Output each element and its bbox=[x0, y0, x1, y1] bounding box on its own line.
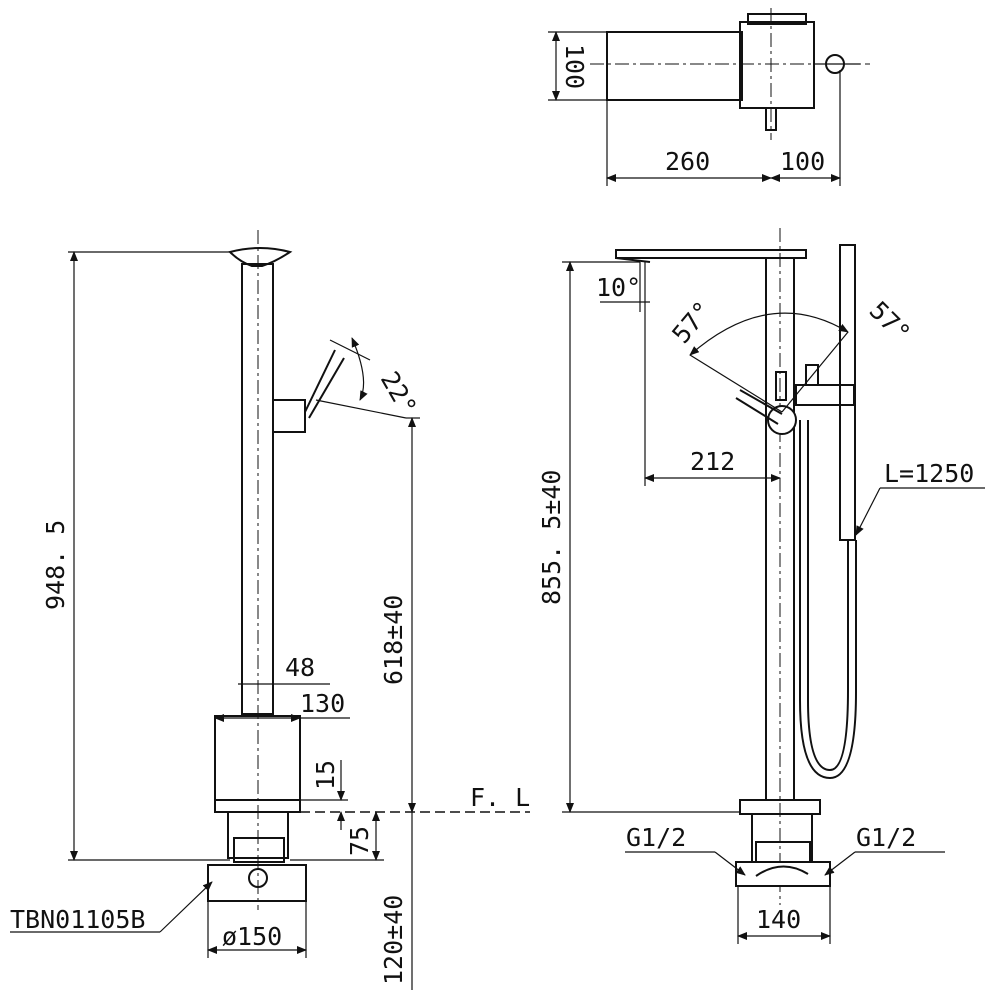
pipe-depth-label: 75 bbox=[345, 826, 374, 856]
base-width-label: 130 bbox=[300, 689, 345, 718]
box-dia-label: ø150 bbox=[222, 922, 282, 951]
spout-height-label: 855. 5±40 bbox=[537, 470, 566, 605]
lever-angle-left-label: 57° bbox=[666, 296, 717, 349]
inlet-right-label: G1/2 bbox=[856, 823, 916, 852]
handle-height-label: 618±40 bbox=[379, 595, 408, 685]
top-view bbox=[548, 8, 870, 186]
lever-angle-right-label: 57° bbox=[864, 296, 916, 348]
spout-angle-label: 10° bbox=[596, 273, 641, 302]
inlet-spacing-label: 140 bbox=[756, 905, 801, 934]
part-number-label: TBN01105B bbox=[10, 905, 145, 934]
top-depth-label: 100 bbox=[560, 44, 589, 89]
side-view bbox=[10, 230, 530, 990]
base-gap-label: 15 bbox=[311, 760, 340, 790]
lever-angle-label: 22° bbox=[375, 367, 423, 421]
column-dia-label: 48 bbox=[285, 653, 315, 682]
front-view bbox=[562, 228, 985, 944]
top-handle-offset-label: 100 bbox=[780, 147, 825, 176]
top-length-label: 260 bbox=[665, 147, 710, 176]
spout-reach-label: 212 bbox=[690, 447, 735, 476]
floor-line-label: F. L bbox=[470, 783, 530, 812]
inlet-left-label: G1/2 bbox=[626, 823, 686, 852]
box-depth-label: 120±40 bbox=[379, 895, 408, 985]
total-height-label: 948. 5 bbox=[41, 520, 70, 610]
hose-length-label: L=1250 bbox=[884, 459, 974, 488]
